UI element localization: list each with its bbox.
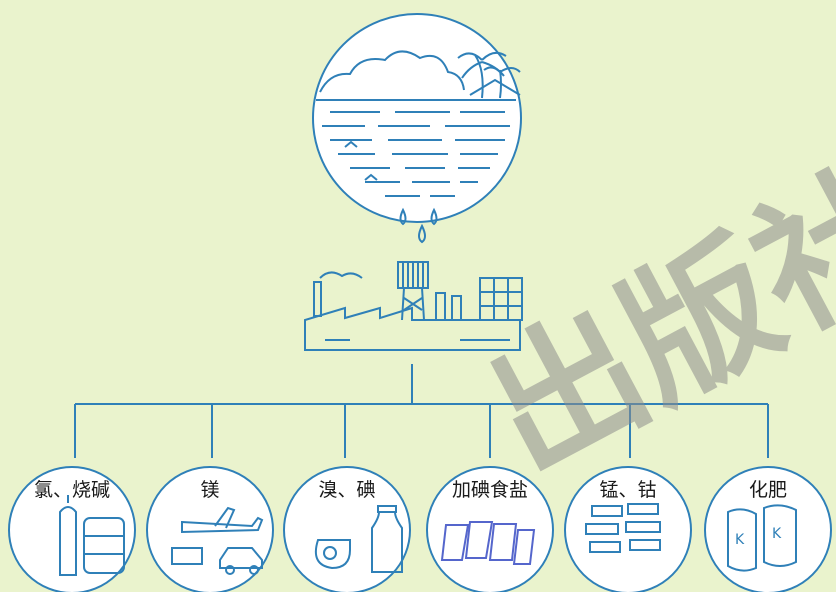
connector-lines (74, 364, 769, 458)
water-droplets-icon (399, 207, 438, 244)
product-label-fertilizer: 化肥 (748, 479, 788, 501)
fertilizer-bags-icon: K K (727, 504, 797, 572)
factory-icon (304, 261, 523, 351)
product-label-salt: 加碘食盐 (451, 479, 529, 501)
sea-circle (312, 13, 522, 223)
airplane-car-icon (171, 506, 264, 575)
product-label-magnesium: 镁 (200, 479, 220, 501)
product-circle-chlorine (8, 466, 136, 592)
salt-packets-icon (440, 521, 536, 565)
circuit-chips-icon (585, 503, 661, 553)
gas-cylinder-icon (59, 495, 125, 576)
product-label-chlorine: 氯、烧碱 (33, 479, 111, 501)
product-circle-fertilizer (704, 466, 832, 592)
product-label-manganese: 锰、钴 (599, 479, 657, 501)
product-circle-manganese (564, 466, 692, 592)
product-circle-bromine (283, 466, 411, 592)
product-label-bromine: 溴、碘 (318, 479, 376, 501)
product-circle-magnesium (146, 466, 274, 592)
whistle-bottle-icon (314, 505, 403, 573)
sea-scene-icon (316, 50, 521, 197)
svg-text:K: K (735, 532, 745, 548)
svg-text:K: K (772, 526, 782, 542)
